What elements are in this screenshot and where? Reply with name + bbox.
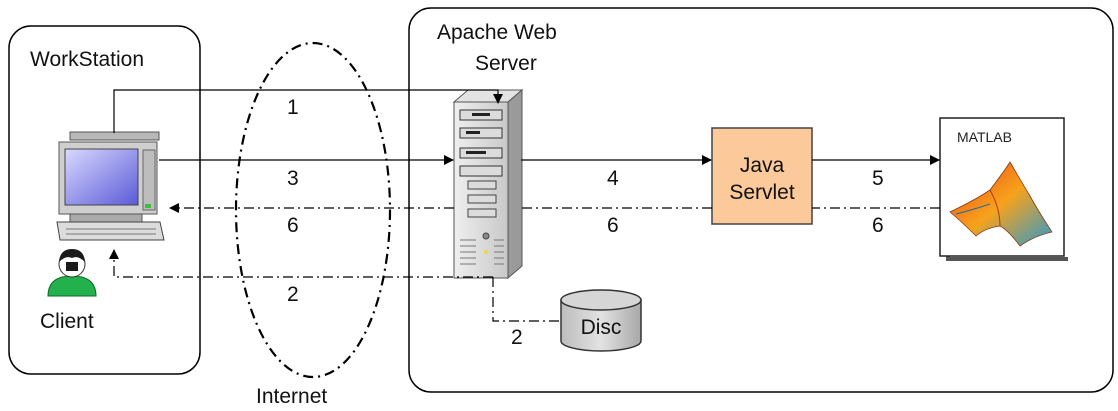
java-servlet-box [711,127,813,225]
apache-server-title-line1: Apache Web [437,21,557,44]
step-return-client-label: 6 [287,214,299,237]
step-return-server-label: 6 [607,214,619,237]
workstation-computer-icon [56,131,165,241]
arrow-request [113,89,503,133]
step-to-servlet-label: 4 [607,167,619,190]
client-person-icon [47,249,97,297]
client-label: Client [40,310,94,333]
apache-server-box [408,7,1114,393]
step-result-client-label: 2 [287,283,299,306]
step-submit-label: 3 [287,167,299,190]
disc-label: Disc [581,316,622,339]
disc-cylinder-icon [560,289,642,352]
step-return-matlab-label: 6 [872,214,884,237]
step-result-disc-label: 2 [511,326,523,349]
server-tower-icon [452,88,524,280]
arrow-result-disc [492,277,560,322]
matlab-label: MATLAB [957,129,1012,145]
workstation-box [8,25,201,375]
internet-ellipse [234,41,392,379]
internet-label: Internet [256,385,327,408]
step-to-matlab-label: 5 [872,167,884,190]
matlab-membrane-icon [949,161,1053,247]
matlab-logo-box: MATLAB [939,117,1068,261]
apache-server-title-line2: Server [475,52,537,75]
arrow-result-client [109,249,493,278]
step-request-label: 1 [287,96,299,119]
java-servlet-label-line2: Servlet [729,181,795,204]
java-servlet-label-line1: Java [740,154,785,177]
workstation-title: WorkStation [30,48,144,71]
